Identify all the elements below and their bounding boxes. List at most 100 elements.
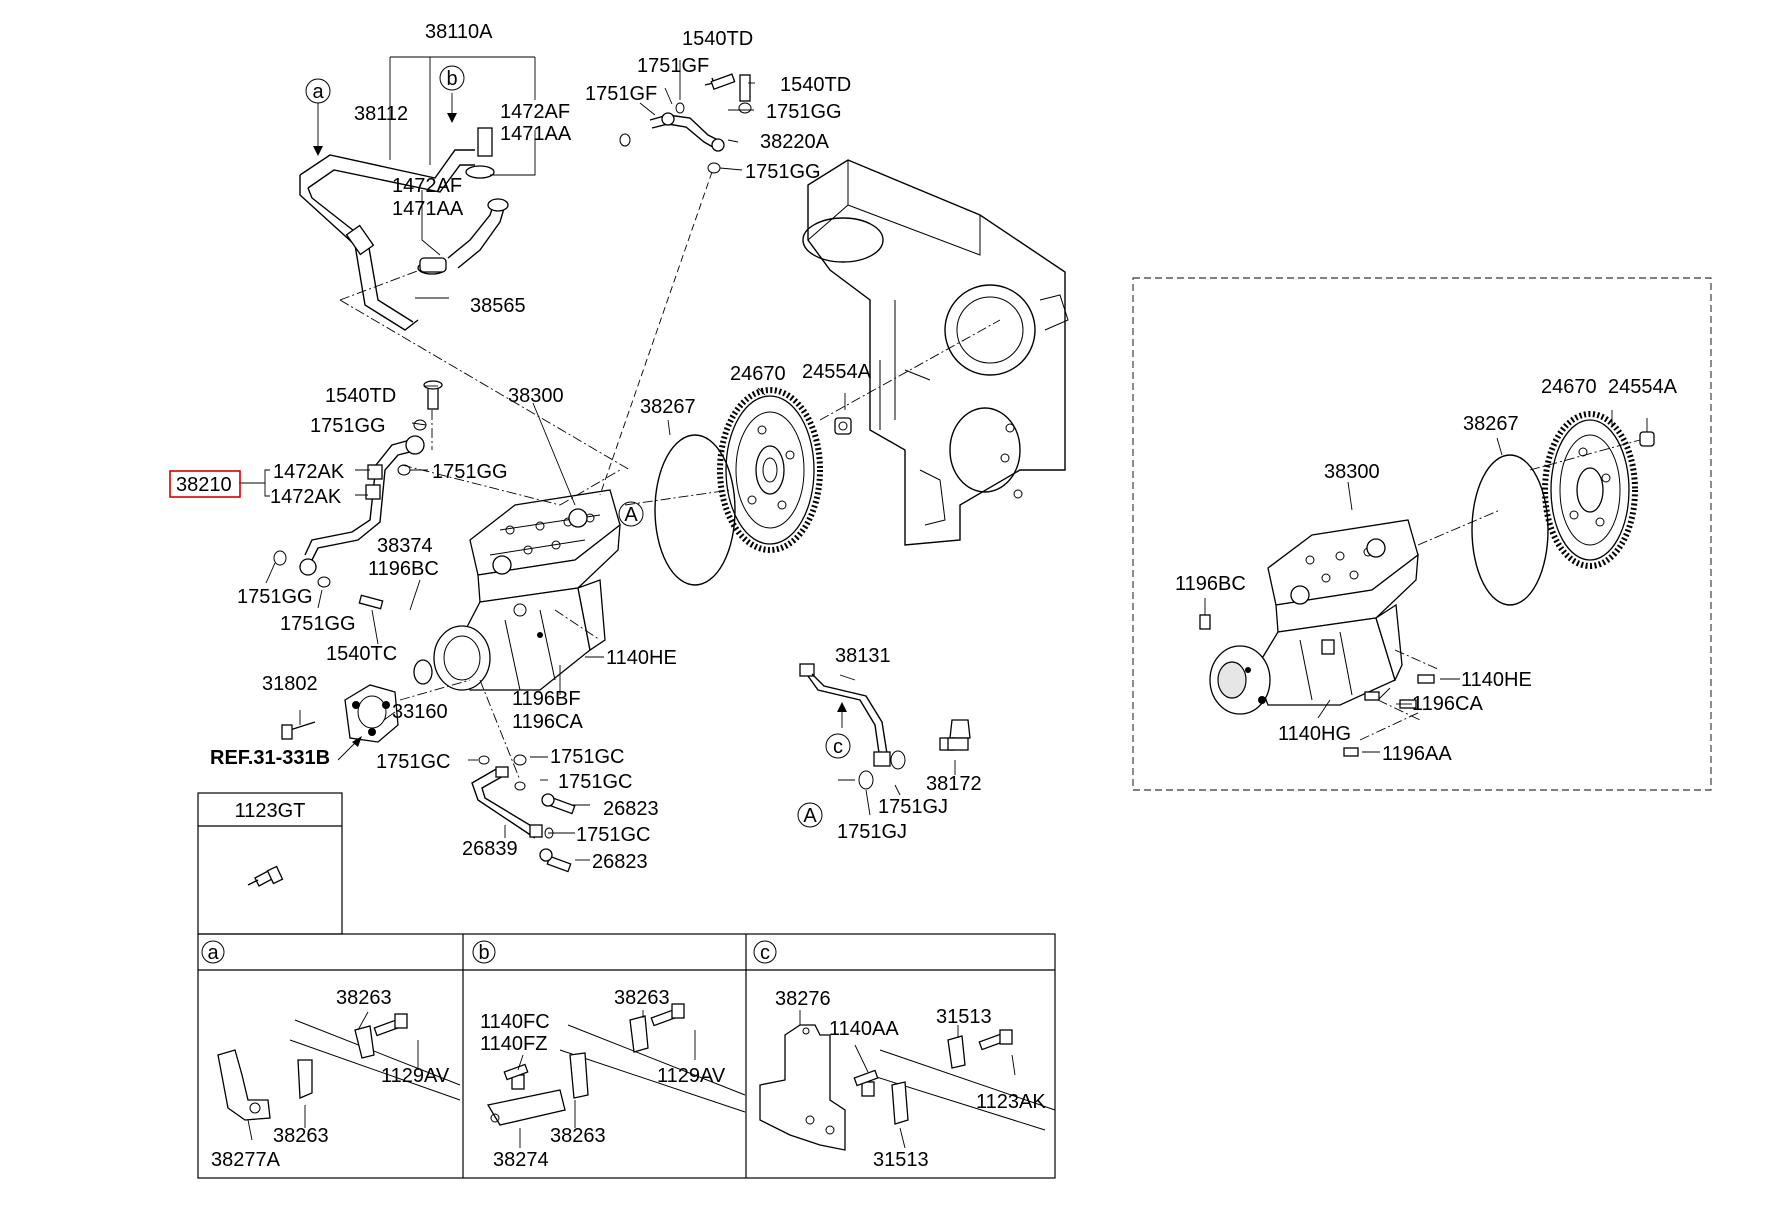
engine-block-drawing — [802, 159, 1069, 546]
callout-1751GG: 1751GG — [432, 461, 508, 483]
callout-1751GC: 1751GC — [558, 771, 633, 793]
box-b-label-1129AV: 1129AV — [657, 1065, 726, 1087]
inset-callout-1140HE: 1140HE — [1461, 669, 1532, 691]
svg-text:a: a — [312, 81, 324, 103]
callout-24554A: 24554A — [802, 361, 872, 383]
detail-box-a: a 38263 1129AV 38263 38277A — [201, 940, 461, 1171]
callout-1751GJ: 1751GJ — [837, 821, 907, 843]
callout-1751GC: 1751GC — [576, 824, 651, 846]
hose-38210-drawing — [273, 380, 443, 610]
callout-1751GF: 1751GF — [585, 83, 657, 105]
box-a-label-38263: 38263 — [336, 987, 392, 1009]
callout-1751GG: 1751GG — [745, 161, 821, 183]
box-c-label-31513: 31513 — [936, 1006, 992, 1028]
svg-text:a: a — [207, 942, 219, 964]
callout-1540TC: 1540TC — [326, 643, 397, 665]
pipe-38220a-drawing — [619, 73, 752, 174]
svg-text:b: b — [446, 68, 457, 90]
callout-31802: 31802 — [262, 673, 318, 695]
callout-1540TD: 1540TD — [325, 385, 396, 407]
callout-33160: 33160 — [392, 701, 448, 723]
callout-38210[interactable]: 38210 — [176, 474, 232, 496]
detail-box-b: b 1140FC 1140FZ 38263 1129AV 38263 38274 — [472, 940, 746, 1171]
box-a-label-1129AV: 1129AV — [381, 1065, 450, 1087]
pipe-38131-drawing — [799, 663, 971, 790]
inset-callout-1196CA: 1196CA — [1412, 693, 1483, 715]
callout-1472AK: 1472AK — [270, 486, 342, 508]
callout-38267: 38267 — [640, 396, 696, 418]
box-1123gt-header: 1123GT — [235, 800, 306, 822]
detail-boxes — [197, 933, 1056, 1179]
callout-26823: 26823 — [592, 851, 648, 873]
hose-assembly-drawing — [299, 127, 509, 331]
callout-1540TD: 1540TD — [780, 74, 851, 96]
leader-lines — [239, 56, 1001, 861]
box-b-label-38274: 38274 — [493, 1149, 549, 1171]
box-b-label-1140FZ: 1140FZ — [480, 1033, 547, 1055]
callout-1196BF: 1196BF — [512, 688, 581, 710]
callout-38110A: 38110A — [425, 21, 493, 43]
detail-box-c: c 38276 1140AA 31513 1123AK 31513 — [753, 940, 1056, 1171]
inset-callout-1140HG: 1140HG — [1278, 723, 1351, 745]
box-c-label-38276: 38276 — [775, 988, 831, 1010]
callout-1472AF: 1472AF — [392, 175, 462, 197]
callout-24670: 24670 — [730, 363, 786, 385]
svg-text:b: b — [478, 942, 489, 964]
inset-callout-24670: 24670 — [1541, 376, 1597, 398]
callout-ref: REF.31-331B — [210, 747, 330, 769]
callout-38131: 38131 — [835, 645, 891, 667]
callout-26823: 26823 — [603, 798, 659, 820]
callout-1472AF: 1472AF — [500, 101, 570, 123]
callout-1471AA: 1471AA — [392, 198, 464, 220]
callout-1196BC: 1196BC — [368, 558, 439, 580]
callout-1751GG: 1751GG — [237, 586, 313, 608]
callout-labels: 38110A 38112 1472AF 1471AA 1472AF 1471AA… — [169, 21, 982, 873]
callout-1751GG: 1751GG — [280, 613, 356, 635]
callout-38112: 38112 — [354, 103, 408, 125]
inset-callout-38300: 38300 — [1324, 461, 1380, 483]
marker-b-circle: b — [439, 65, 465, 91]
callout-1751GG: 1751GG — [310, 415, 386, 437]
compressor-main-drawing — [433, 489, 621, 691]
gear-24670-drawing — [654, 387, 852, 586]
callout-38565: 38565 — [470, 295, 526, 317]
marker-c-circle: c — [825, 733, 851, 759]
callout-1540TD: 1540TD — [682, 28, 753, 50]
callout-1751GJ: 1751GJ — [878, 796, 948, 818]
pipe-26839-drawing — [471, 754, 576, 873]
callout-38220A: 38220A — [760, 131, 830, 153]
inset-callout-1196AA: 1196AA — [1382, 743, 1452, 765]
box-b-label-38263: 38263 — [614, 987, 670, 1009]
marker-a-circle: a — [305, 78, 331, 104]
hub-33160-drawing — [281, 659, 433, 743]
callout-38172: 38172 — [926, 773, 982, 795]
box-c-label-1123AK: 1123AK — [976, 1091, 1046, 1113]
callout-26839: 26839 — [462, 838, 518, 860]
svg-text:A: A — [624, 504, 638, 526]
box-c-label-31513: 31513 — [873, 1149, 929, 1171]
inset-callout-1196BC: 1196BC — [1175, 573, 1246, 595]
box-a-label-38277A: 38277A — [211, 1149, 281, 1171]
marker-A-circle: A — [618, 501, 644, 527]
callout-1751GF: 1751GF — [637, 55, 709, 77]
box-a-label-38263: 38263 — [273, 1125, 329, 1147]
callout-1140HE: 1140HE — [606, 647, 677, 669]
box-b-label-38263: 38263 — [550, 1125, 606, 1147]
box-c-label-1140AA: 1140AA — [829, 1018, 899, 1040]
svg-text:c: c — [833, 736, 843, 758]
callout-1196CA: 1196CA — [512, 711, 583, 733]
box-1123gt: 1123GT — [197, 792, 343, 935]
callout-38300: 38300 — [508, 385, 564, 407]
marker-A2-circle: A — [797, 802, 823, 828]
callout-1751GC: 1751GC — [376, 751, 451, 773]
svg-text:A: A — [803, 805, 817, 827]
callout-1472AK: 1472AK — [273, 461, 345, 483]
inset-callout-24554A: 24554A — [1608, 376, 1678, 398]
highlight-38210-box — [169, 470, 241, 498]
callout-1751GG: 1751GG — [766, 101, 842, 123]
callout-38374: 38374 — [377, 535, 433, 557]
svg-text:c: c — [760, 942, 770, 964]
inset-panel: 24670 24554A 38267 38300 1196BC 1140HE 1… — [1132, 277, 1712, 791]
callout-1471AA: 1471AA — [500, 123, 572, 145]
